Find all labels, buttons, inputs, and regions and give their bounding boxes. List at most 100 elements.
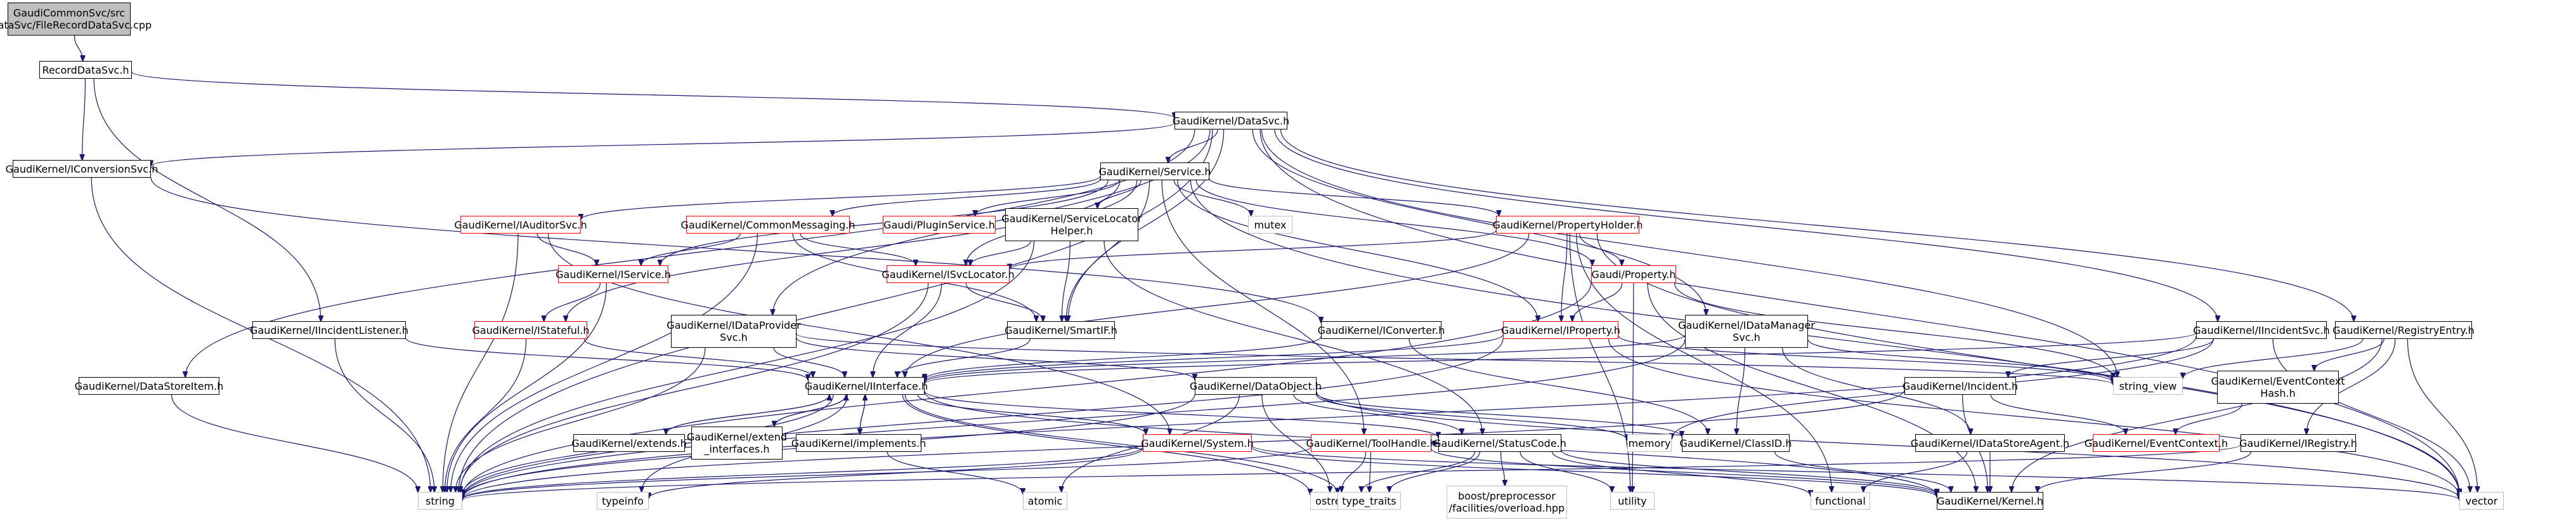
edge-registryentry-to-iregistry bbox=[2306, 338, 2396, 434]
edge-iincidentlistener-to-string bbox=[334, 338, 434, 492]
edge-system-to-kernel bbox=[1251, 446, 1937, 497]
graph-node-idataprovidersvc[interactable]: GaudiKernel/IDataProvider Svc.h bbox=[667, 315, 801, 348]
graph-node-datastoreitem[interactable]: GaudiKernel/DataStoreItem.h bbox=[75, 377, 223, 395]
edge-classid-to-kernel bbox=[1774, 451, 1951, 492]
edge-iservice-to-istateful bbox=[544, 282, 601, 321]
graph-node-statuscode[interactable]: GaudiKernel/StatusCode.h bbox=[1433, 434, 1566, 452]
graph-node-iincidentlistener[interactable]: GaudiKernel/IIncidentListener.h bbox=[250, 321, 408, 339]
graph-node-typeinfo[interactable]: typeinfo bbox=[597, 492, 649, 510]
edge-dataobject-to-memory bbox=[1316, 394, 1627, 440]
graph-node-utility[interactable]: utility bbox=[1610, 492, 1655, 510]
graph-node-smartif[interactable]: GaudiKernel/SmartIF.h bbox=[1005, 321, 1117, 339]
graph-node-recorddatasvc[interactable]: RecordDataSvc.h bbox=[39, 61, 132, 79]
graph-node-idatastoreagent[interactable]: GaudiKernel/IDataStoreAgent.h bbox=[1911, 434, 2069, 452]
edge-servicelocatorhelper-to-isvclocator bbox=[970, 241, 1031, 265]
graph-node-iauditorsvc[interactable]: GaudiKernel/IAuditorSvc.h bbox=[454, 216, 587, 234]
graph-node-istateful[interactable]: GaudiKernel/IStateful.h bbox=[472, 321, 590, 339]
edge-iincidentsvc-to-vector bbox=[2272, 338, 2470, 492]
graph-node-implements[interactable]: GaudiKernel/implements.h bbox=[791, 434, 926, 452]
graph-node-memory[interactable]: memory bbox=[1627, 434, 1672, 452]
edge-service-to-ipluginservice bbox=[975, 180, 1119, 216]
edge-statuscode-to-type_traits bbox=[1389, 451, 1480, 492]
graph-node-atomic[interactable]: atomic bbox=[1023, 492, 1067, 510]
graph-node-idatamanagersvc[interactable]: GaudiKernel/IDataManager Svc.h bbox=[1678, 315, 1815, 348]
graph-node-boost-overload[interactable]: boost/preprocessor /facilities/overload.… bbox=[1447, 486, 1567, 519]
edge-servicelocatorhelper-to-statuscode bbox=[1103, 241, 1483, 434]
edge-propertyholder-to-property bbox=[1579, 233, 1622, 265]
edge-idatastoreagent-to-functional bbox=[1863, 451, 1968, 492]
graph-node-property[interactable]: Gaudi/Property.h bbox=[1591, 265, 1676, 283]
edge-iproperty-to-iinterface bbox=[925, 334, 1504, 381]
edge-datasvc-to-vector bbox=[1259, 129, 2459, 494]
edge-propertyholder-to-iinterface bbox=[905, 233, 1530, 377]
edge-iinterface-to-statuscode bbox=[924, 391, 1438, 437]
edge-istateful-to-iinterface bbox=[583, 338, 813, 377]
edge-system-to-string bbox=[462, 447, 1143, 500]
edge-extends-to-iinterface bbox=[665, 395, 829, 435]
edge-datasvc-to-iincidentsvc bbox=[1274, 129, 2218, 321]
edge-eventcontexthash-to-eventcontext bbox=[2176, 403, 2242, 434]
edge-datasvc-to-string_view bbox=[1261, 129, 2117, 377]
graph-node-toolhandle[interactable]: GaudiKernel/ToolHandle.h bbox=[1306, 434, 1436, 452]
graph-node-string[interactable]: string bbox=[418, 492, 462, 510]
graph-node-iinterface[interactable]: GaudiKernel/IInterface.h bbox=[805, 377, 928, 395]
graph-node-iservice[interactable]: GaudiKernel/IService.h bbox=[556, 265, 671, 283]
graph-node-vector[interactable]: vector bbox=[2459, 492, 2504, 510]
graph-node-commonmessaging[interactable]: GaudiKernel/CommonMessaging.h bbox=[681, 216, 855, 234]
graph-node-datasvc[interactable]: GaudiKernel/DataSvc.h bbox=[1173, 112, 1289, 129]
edge-iinterface-to-system bbox=[917, 394, 1146, 434]
graph-node-extends[interactable]: GaudiKernel/extends.h bbox=[571, 434, 687, 452]
graph-node-registryentry[interactable]: GaudiKernel/RegistryEntry.h bbox=[2332, 321, 2475, 339]
graph-node-iregistry[interactable]: GaudiKernel/IRegistry.h bbox=[2239, 434, 2357, 452]
edge-idataprovidersvc-to-string bbox=[455, 347, 706, 492]
edge-isvclocator-to-smartif bbox=[965, 282, 1043, 321]
graph-node-iincidentsvc[interactable]: GaudiKernel/IIncidentSvc.h bbox=[2193, 321, 2330, 339]
edge-incident-to-eventcontext bbox=[1990, 394, 2126, 434]
graph-node-isvclocator[interactable]: GaudiKernel/ISvcLocator.h bbox=[881, 265, 1015, 283]
graph-node-kernel[interactable]: GaudiKernel/Kernel.h bbox=[1937, 492, 2043, 510]
edge-toolhandle-to-ostream bbox=[1341, 451, 1367, 492]
edge-dataobject-to-classid bbox=[1316, 393, 1682, 436]
graph-node-classid[interactable]: GaudiKernel/ClassID.h bbox=[1680, 434, 1792, 452]
graph-node-iconverter[interactable]: GaudiKernel/IConverter.h bbox=[1318, 321, 1445, 339]
graph-node-string-view[interactable]: string_view bbox=[2113, 377, 2183, 395]
graph-node-type-traits[interactable]: type_traits bbox=[1337, 492, 1401, 510]
edge-idatamanagersvc-to-classid bbox=[1736, 347, 1746, 434]
graph-node-functional[interactable]: functional bbox=[1811, 492, 1870, 510]
graph-node-iproperty[interactable]: GaudiKernel/IProperty.h bbox=[1501, 321, 1620, 339]
edge-iconverter-to-classid bbox=[1408, 338, 1708, 434]
edge-registryentry-to-eventcontexthash bbox=[2314, 338, 2384, 371]
edge-dataobject-to-ostream bbox=[1261, 394, 1330, 492]
edge-propertyholder-to-utility bbox=[1569, 233, 1630, 492]
edge-statuscode-to-functional bbox=[1552, 451, 1811, 496]
edge-iincidentsvc-to-string bbox=[462, 336, 2197, 499]
graph-node-mutex[interactable]: mutex bbox=[1248, 216, 1292, 234]
edge-propertyholder-to-functional bbox=[1576, 233, 1831, 492]
edge-idatamanagersvc-to-idatastoreagent bbox=[1782, 347, 1971, 434]
edge-commonmessaging-to-isvclocator bbox=[800, 233, 916, 265]
graph-node-system[interactable]: GaudiKernel/System.h bbox=[1141, 434, 1254, 452]
edge-service-to-servicelocatorhelper bbox=[1098, 180, 1142, 208]
graph-node-iconversionsvc[interactable]: GaudiKernel/IConversionSvc.h bbox=[6, 160, 158, 178]
edge-datasvc-to-registryentry bbox=[1280, 129, 2353, 321]
graph-node-eventcontexthash[interactable]: GaudiKernel/EventContext Hash.h bbox=[2211, 371, 2345, 404]
graph-node-servicelocatorhelper[interactable]: GaudiKernel/ServiceLocator Helper.h bbox=[1001, 208, 1142, 241]
edge-iinterface-to-ostream bbox=[902, 394, 1310, 494]
edge-datasvc-to-iconversionsvc bbox=[151, 123, 1175, 166]
graph-node-service[interactable]: GaudiKernel/Service.h bbox=[1099, 162, 1211, 180]
graph-node-dataobject[interactable]: GaudiKernel/DataObject.h bbox=[1190, 377, 1322, 395]
edge-service-to-mutex bbox=[1173, 180, 1251, 216]
edge-registryentry-to-string_view bbox=[2183, 338, 2364, 378]
graph-node-propertyholder[interactable]: GaudiKernel/PropertyHolder.h bbox=[1493, 216, 1643, 234]
edge-extend_interfaces-to-iinterface bbox=[774, 395, 846, 427]
graph-node-ipluginservice[interactable]: Gaudi/PluginService.h bbox=[883, 216, 996, 234]
graph-node-root[interactable]: GaudiCommonSvc/src /DataSvc/FileRecordDa… bbox=[0, 3, 152, 36]
graph-node-incident[interactable]: GaudiKernel/Incident.h bbox=[1903, 377, 2018, 395]
graph-node-eventcontext[interactable]: GaudiKernel/EventContext.h bbox=[2085, 434, 2228, 452]
edge-idatamanagersvc-to-iinterface bbox=[925, 335, 1686, 382]
edge-registryentry-to-vector bbox=[2407, 338, 2477, 492]
edge-dataobject-to-vector bbox=[1316, 391, 2459, 499]
edge-idataprovidersvc-to-dataobject bbox=[796, 338, 1195, 380]
graph-node-extend-interfaces[interactable]: GaudiKernel/extend _interfaces.h bbox=[687, 427, 787, 460]
edge-statuscode-to-boost_overload bbox=[1500, 451, 1505, 486]
